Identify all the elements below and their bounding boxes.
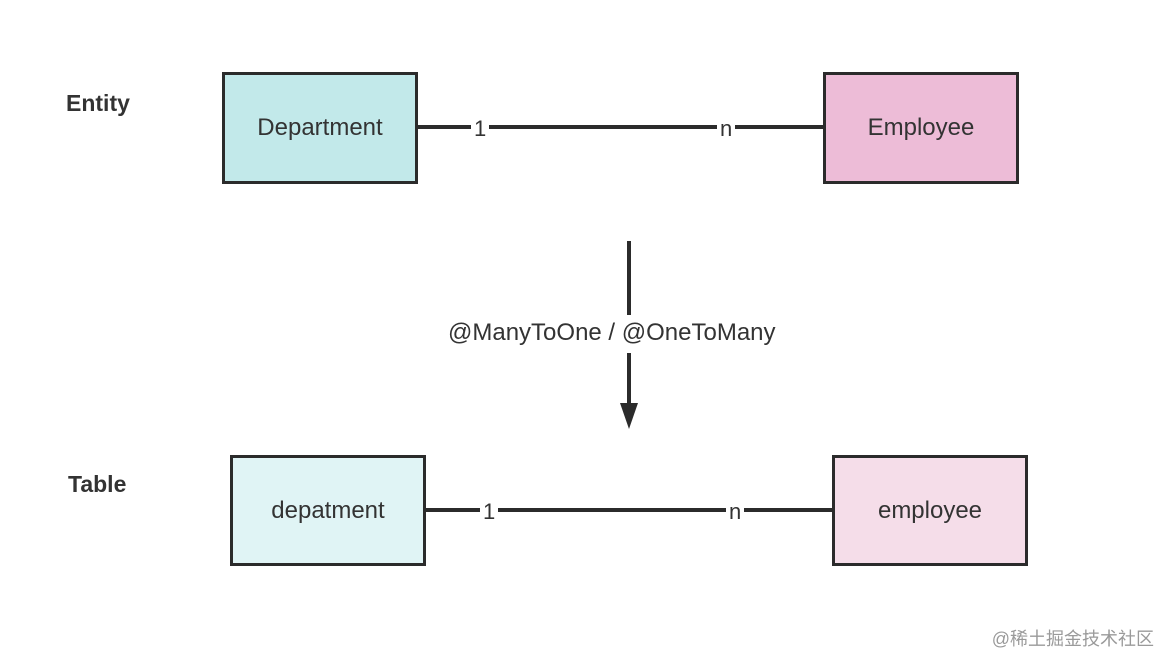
entity-relationship-line [416,125,826,129]
entity-row-label: Entity [66,90,130,116]
entity-employee-box: Employee [823,72,1019,184]
mapping-arrowhead-icon [620,403,638,429]
table-cardinality-many: n [726,499,745,525]
table-employee-box: employee [832,455,1028,566]
entity-cardinality-one: 1 [471,116,490,142]
table-relationship-line [424,508,834,512]
table-department-box: depatment [230,455,426,566]
mapping-arrow-shaft-bottom [627,353,631,405]
mapping-annotation: @ManyToOne / @OneToMany [448,319,776,346]
entity-department-box: Department [222,72,418,184]
table-row-label: Table [68,471,127,497]
table-cardinality-one: 1 [480,499,499,525]
entity-cardinality-many: n [717,116,736,142]
watermark: @稀土掘金技术社区 [991,629,1154,649]
mapping-arrow-shaft-top [627,241,631,315]
